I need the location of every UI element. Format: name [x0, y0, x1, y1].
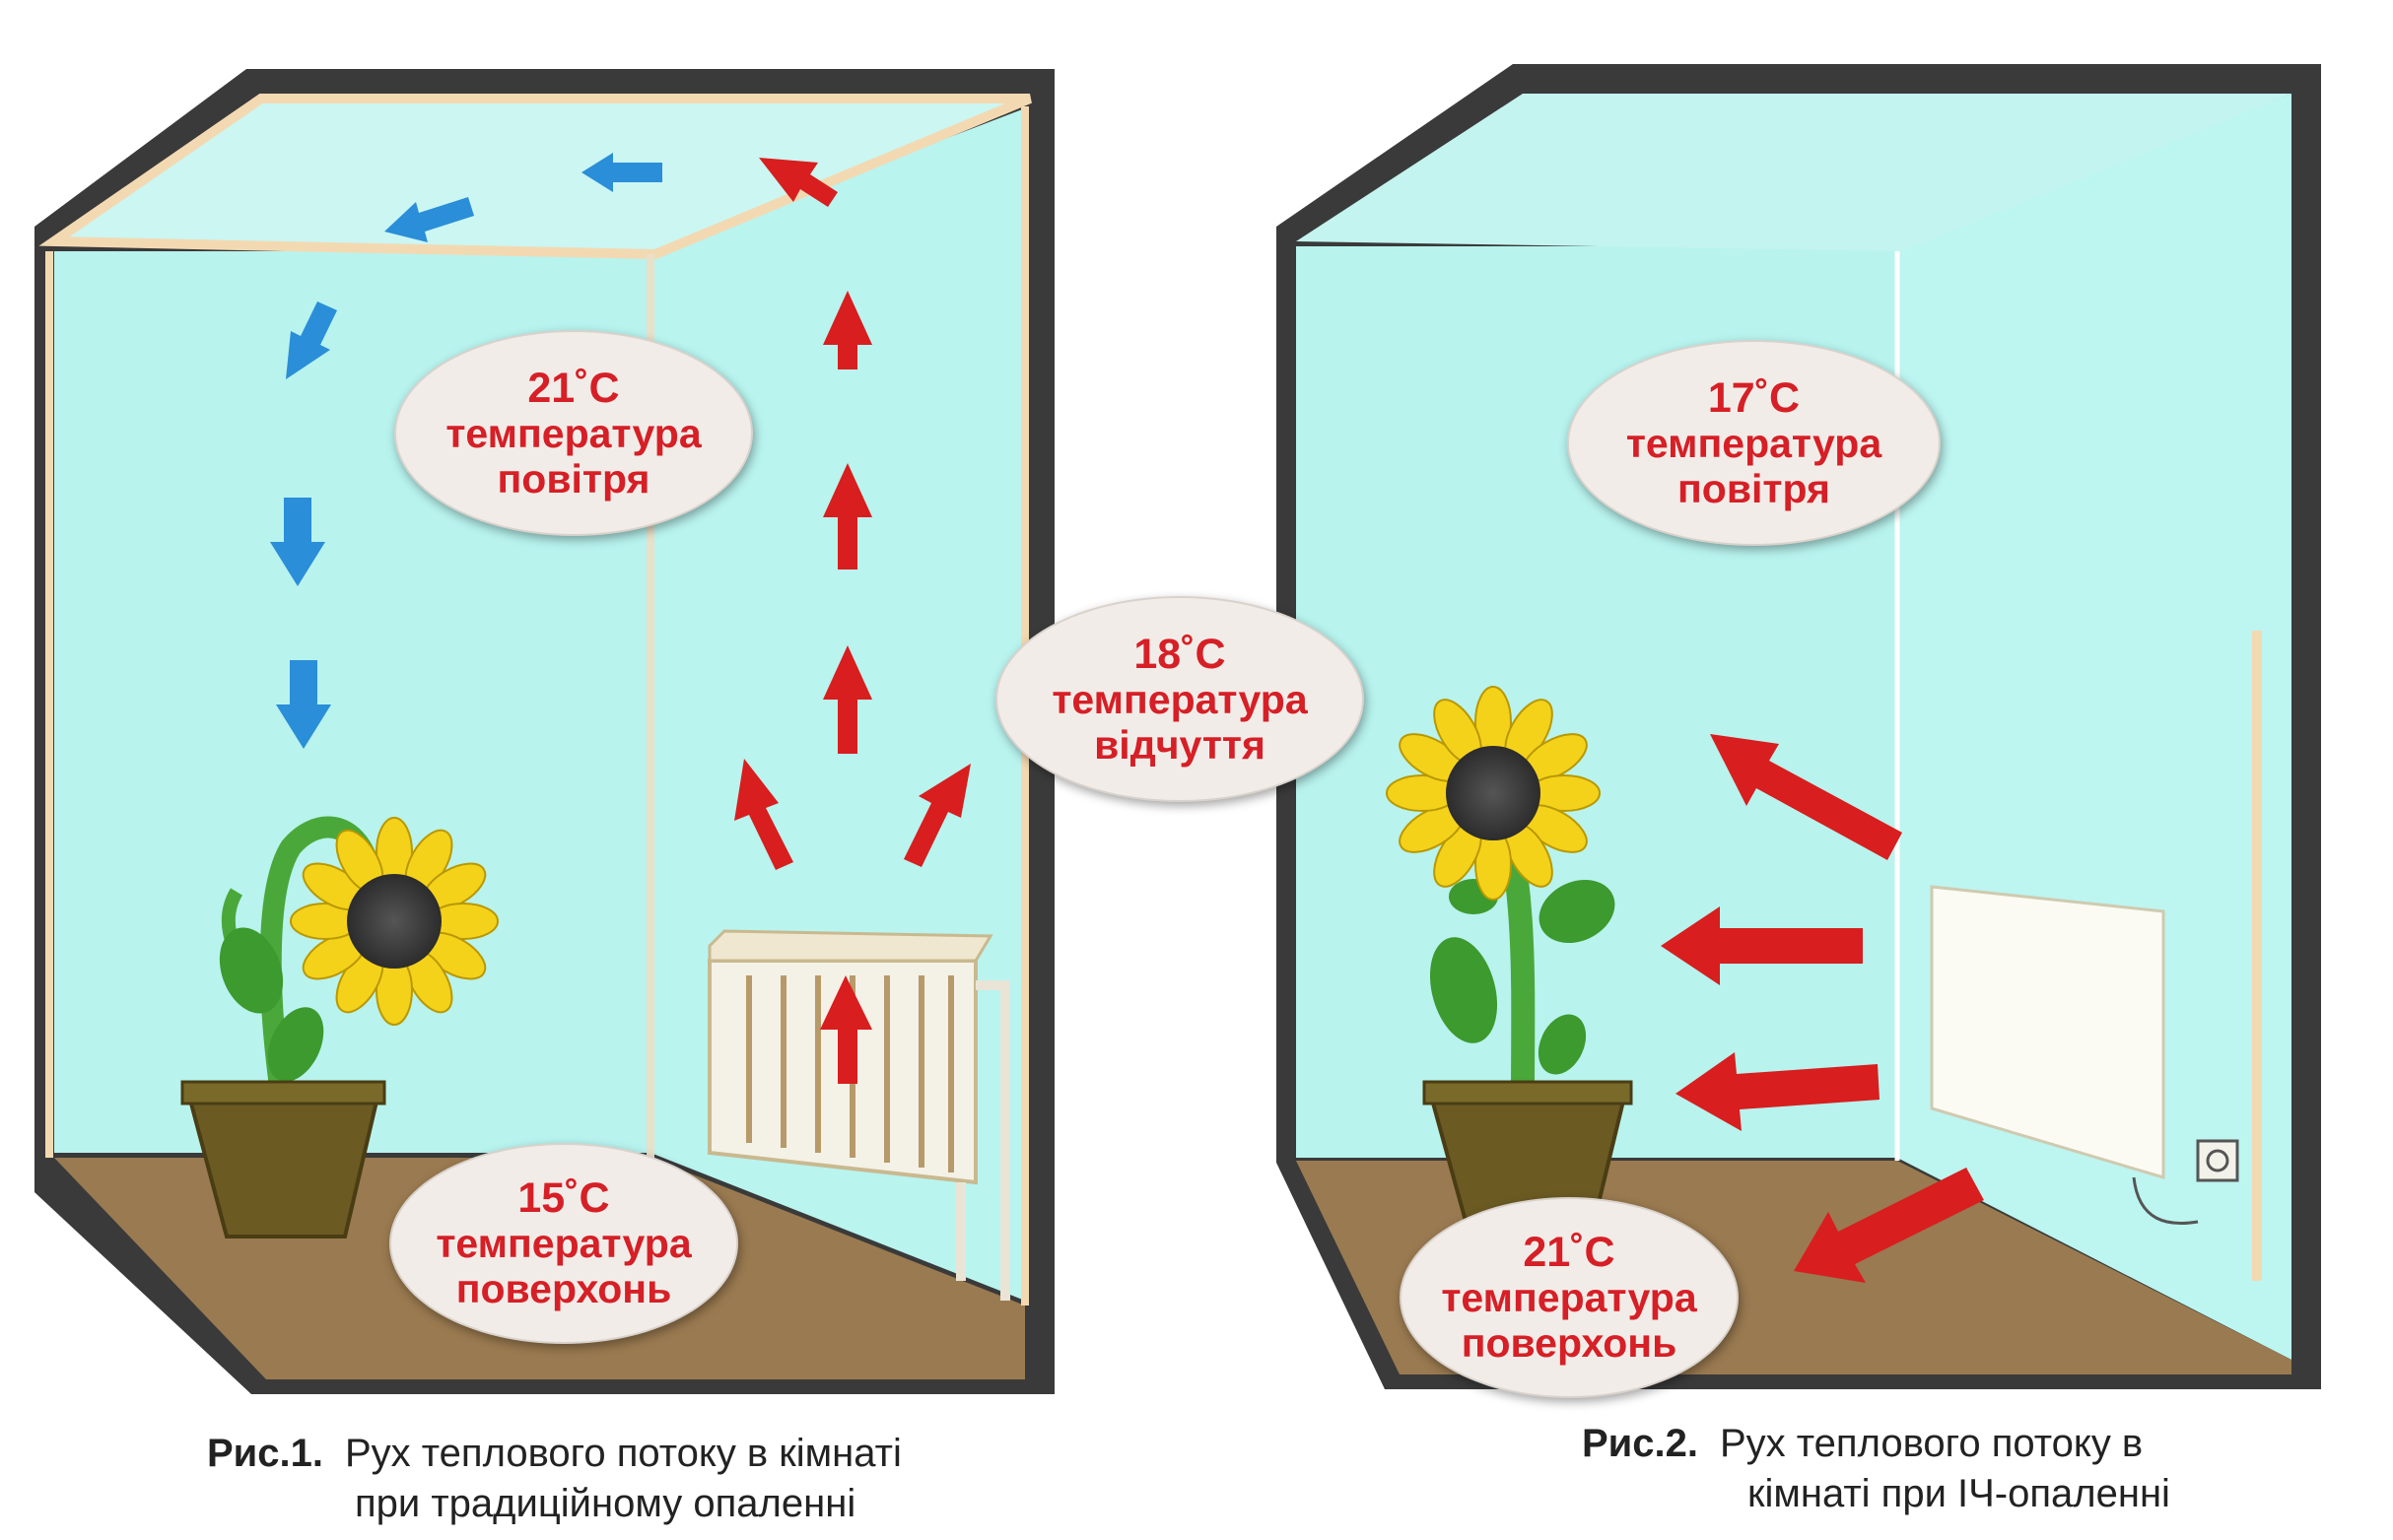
room2-air-temp: 17˚С [1707, 373, 1801, 422]
ir-arrow-4 [1794, 1168, 1984, 1283]
figure1-caption-line1: Рух теплового потоку в кімнаті [345, 1432, 902, 1475]
cool-arrow-down-1 [286, 301, 337, 379]
room1-surface-temp: 15˚С [517, 1174, 610, 1223]
room2-air-label: температура [1625, 420, 1882, 466]
warm-arrow-diag-right [904, 764, 971, 867]
room1-surface-label: температура [436, 1221, 692, 1267]
healthy-sunflower-icon [1386, 686, 1633, 1234]
room1-air-temp: 21˚С [527, 364, 620, 412]
warm-arrow-ceiling [759, 158, 838, 207]
cool-arrow-down-2 [270, 498, 325, 586]
room2-surface-label: температура [1441, 1275, 1697, 1321]
room2-air-temperature-label: 17˚С температура повітря [1567, 340, 1941, 546]
room1-air-label: температура [445, 410, 702, 456]
ir-arrow-2 [1661, 906, 1863, 985]
figure1-caption-line2: при традиційному опаленні [355, 1482, 856, 1526]
feel-label2: відчуття [1094, 721, 1265, 768]
room2-surface-label2: поверхонь [1461, 1320, 1677, 1367]
room1-surface-temperature-label: 15˚С температура поверхонь [389, 1143, 738, 1344]
warm-air-arrows [734, 158, 971, 1084]
feel-temp: 18˚С [1133, 630, 1226, 678]
cool-air-arrows [270, 153, 662, 749]
ir-heater-panel-icon [1930, 885, 2239, 1226]
feel-label: температура [1052, 676, 1308, 722]
warm-arrow-up-3 [823, 645, 872, 754]
figure2-caption-number: Рис.2. [1582, 1422, 1698, 1465]
ir-arrow-3 [1675, 1052, 1880, 1131]
cool-arrow-down-3 [276, 660, 331, 749]
room2-surface-temp: 21˚С [1523, 1229, 1615, 1277]
power-socket-icon [2196, 1139, 2239, 1182]
ir-arrow-1 [1710, 734, 1902, 860]
room-traditional-heating [34, 69, 1055, 1394]
warm-arrow-up-1 [823, 291, 872, 369]
infrared-arrows [1661, 734, 1984, 1283]
warm-arrow-up-2 [823, 463, 872, 569]
feel-temperature-label: 18˚С температура відчуття [995, 596, 1364, 802]
figure1-caption: Рис.1. Рух теплового потоку в кімнаті пр… [207, 1429, 902, 1529]
figure2-caption-line1: Рух теплового потоку в [1720, 1422, 2144, 1465]
cool-arrow-ceiling-2 [384, 197, 474, 242]
room1-ceiling [38, 94, 1032, 260]
figure2-caption: Рис.2. Рух теплового потоку в кімнаті пр… [1582, 1419, 2170, 1519]
room1-surface-label2: поверхонь [455, 1266, 672, 1312]
room2-ceiling [1296, 94, 2291, 251]
wilted-sunflower-icon [180, 816, 499, 1239]
room1-air-label2: повітря [497, 455, 650, 502]
room1-air-temperature-label: 21˚С температура повітря [394, 330, 753, 536]
warm-arrow-up-4 [820, 975, 872, 1084]
cool-arrow-ceiling-1 [581, 153, 662, 192]
figure2-caption-line2: кімнаті при ІЧ-опаленні [1747, 1472, 2170, 1516]
room2-surface-temperature-label: 21˚С температура поверхонь [1400, 1197, 1739, 1398]
room2-air-label2: повітря [1677, 465, 1830, 511]
figure1-caption-number: Рис.1. [207, 1432, 323, 1475]
room-ir-heating [1276, 64, 2321, 1389]
warm-arrow-diag-left [734, 759, 793, 870]
